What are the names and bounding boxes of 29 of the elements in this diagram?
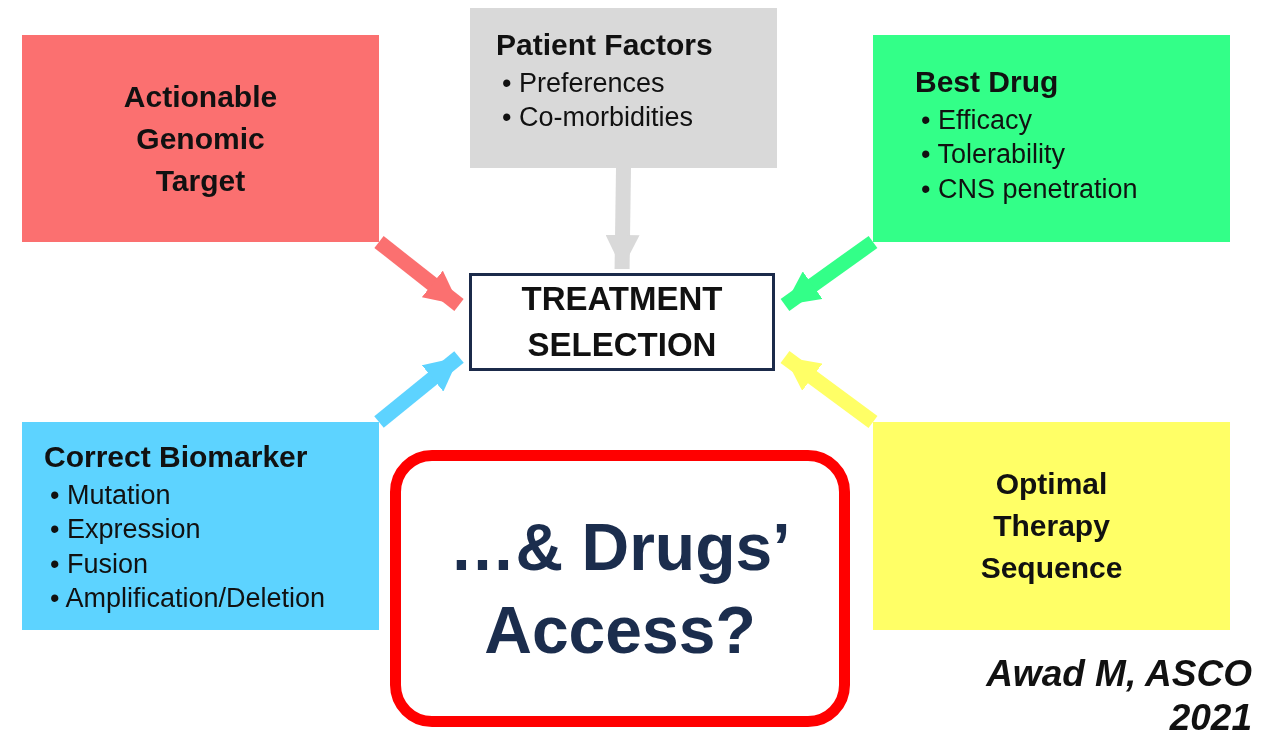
bullet-item: • Preferences: [502, 66, 666, 100]
callout-box: [390, 450, 850, 727]
bullet-item: • CNS penetration: [921, 172, 1139, 206]
box-heading: Patient Factors: [496, 27, 714, 63]
citation: Awad M, ASCO 2021: [984, 652, 1252, 737]
factor-box: [873, 35, 1230, 242]
box-heading: Optimal Therapy Sequence: [979, 466, 1124, 586]
box-heading: Correct Biomarker: [44, 439, 309, 475]
bullet-item: • Mutation: [50, 478, 172, 512]
box-heading: Actionable Genomic Target: [122, 78, 279, 199]
factor-box: [22, 422, 379, 630]
box-heading: Best Drug: [915, 64, 1060, 100]
bullet-item: • Expression: [50, 513, 202, 547]
arrow: [780, 350, 878, 429]
factor-box: [873, 422, 1230, 630]
process-box: [469, 273, 775, 371]
bullet-item: • Fusion: [50, 547, 149, 581]
bullet-item: • Efficacy: [921, 103, 1033, 137]
bullet-item: • Co-morbidities: [502, 101, 694, 135]
arrow: [374, 236, 464, 311]
arrow: [374, 351, 464, 428]
bullet-item: • Amplification/Deletion: [50, 582, 327, 616]
factor-box: [470, 8, 777, 168]
arrow: [605, 167, 640, 270]
bullet-item: • Tolerability: [921, 138, 1067, 172]
callout-text: …& Drugs’ Access?: [448, 509, 792, 669]
factor-box: [22, 35, 379, 242]
arrow: [780, 235, 878, 312]
box-label: TREATMENT SELECTION: [520, 278, 724, 365]
